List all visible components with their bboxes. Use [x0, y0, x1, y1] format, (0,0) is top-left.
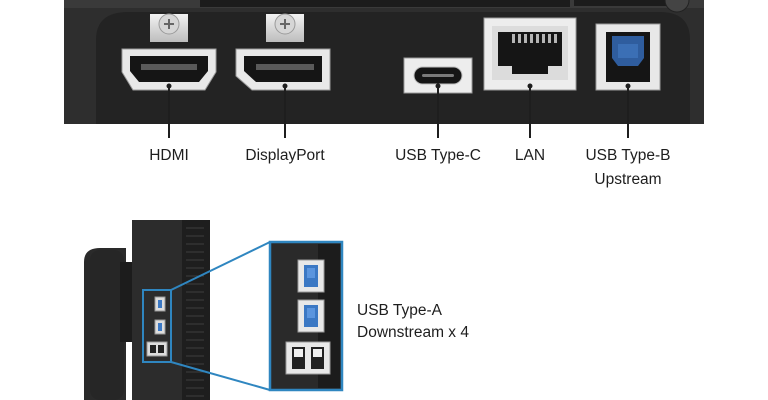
lan-label: LAN: [514, 147, 546, 164]
usb-b-label: USB Type-B: [585, 147, 671, 164]
hdmi-port-icon: [121, 13, 217, 91]
usb-a-label-line2: Downstream x 4: [357, 324, 469, 341]
usb-a-label: USB Type-A: [357, 302, 443, 319]
usb-b-port-icon: [595, 23, 661, 91]
displayport-label: DisplayPort: [245, 147, 325, 164]
usb-a-port-icon: [285, 259, 331, 375]
monitor-side-view: [84, 220, 210, 400]
usb-c-label: USB Type-C: [395, 147, 481, 164]
ethernet-port-icon: [483, 17, 577, 91]
hdmi-label: HDMI: [149, 147, 189, 164]
displayport-port-icon: [235, 13, 331, 91]
usb-b-label-line2: Upstream: [594, 171, 662, 188]
leader-lines: [166, 83, 631, 138]
